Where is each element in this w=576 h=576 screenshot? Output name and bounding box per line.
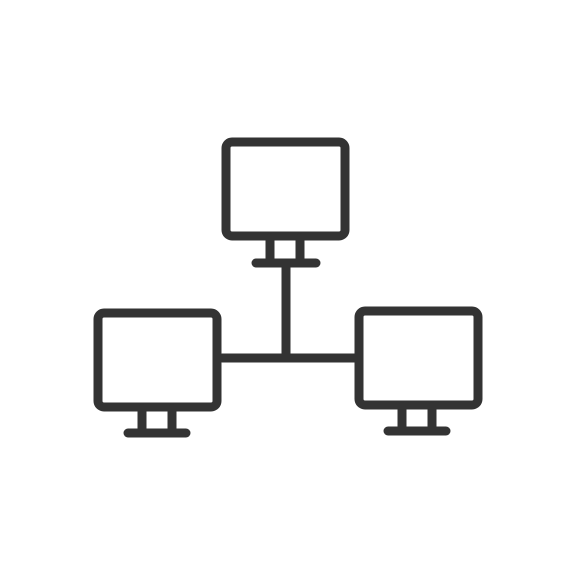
monitor-right-screen bbox=[354, 306, 483, 410]
monitor-top-screen bbox=[221, 137, 350, 241]
monitor-right-icon bbox=[354, 306, 483, 436]
monitor-left-icon bbox=[93, 308, 222, 438]
monitor-left-screen bbox=[93, 308, 222, 412]
network-connection-lines bbox=[217, 258, 361, 363]
monitor-top-icon bbox=[221, 137, 350, 268]
